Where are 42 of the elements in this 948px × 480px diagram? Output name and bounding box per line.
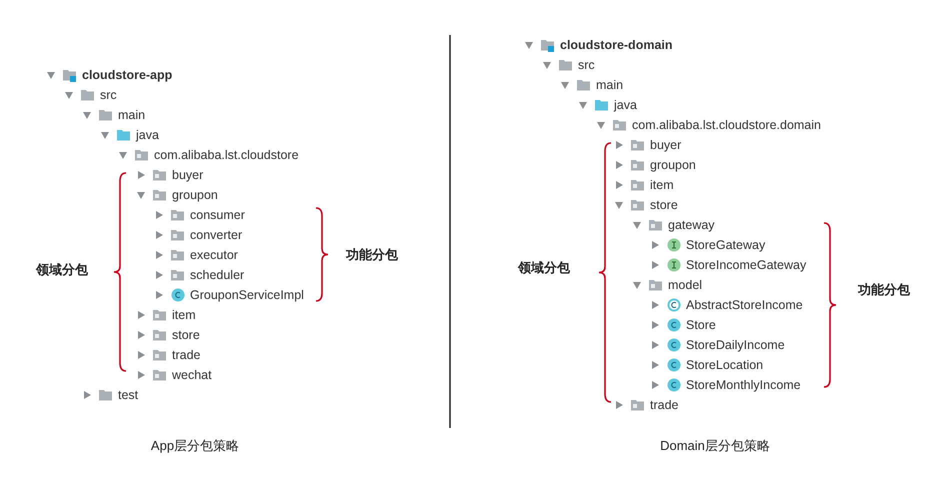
tree-item-label: cloudstore-domain bbox=[560, 38, 673, 52]
tree-item-label: src bbox=[578, 58, 595, 72]
tree-item-label: StoreIncomeGateway bbox=[686, 258, 806, 272]
tree-item-label: com.alibaba.lst.cloudstore.domain bbox=[632, 118, 821, 132]
tree-item-label: store bbox=[650, 198, 678, 212]
tree-item-label: buyer bbox=[650, 138, 682, 152]
tree-item-label: StoreGateway bbox=[686, 238, 766, 252]
tree-item-label: wechat bbox=[172, 368, 212, 382]
brace-label: 领域分包 bbox=[36, 261, 88, 279]
tree-item-label: GrouponServiceImpl bbox=[190, 288, 304, 302]
tree-item-label: AbstractStoreIncome bbox=[686, 298, 803, 312]
tree-item-label: cloudstore-app bbox=[82, 68, 172, 82]
tree-item-label: item bbox=[650, 178, 674, 192]
tree-item-label: consumer bbox=[190, 208, 245, 222]
tree-item-label: java bbox=[614, 98, 637, 112]
tree-item-label: buyer bbox=[172, 168, 204, 182]
brace-label: 功能分包 bbox=[858, 281, 910, 299]
tree-item-label: trade bbox=[172, 348, 200, 362]
tree-item-label: Store bbox=[686, 318, 716, 332]
tree-item-label: main bbox=[118, 108, 146, 122]
tree-item-label: StoreLocation bbox=[686, 358, 764, 372]
tree-item-label: executor bbox=[190, 248, 238, 262]
figure-caption: Domain层分包策略 bbox=[659, 437, 771, 455]
tree-item-label: store bbox=[172, 328, 200, 342]
tree-item-label: item bbox=[172, 308, 196, 322]
tree-item-label: StoreDailyIncome bbox=[686, 338, 785, 352]
tree-item-label: trade bbox=[650, 398, 678, 412]
tree-item-label: gateway bbox=[668, 218, 715, 232]
brace-label: 功能分包 bbox=[346, 246, 398, 264]
tree-item-label: java bbox=[136, 128, 159, 142]
brace-label: 领域分包 bbox=[518, 259, 570, 277]
figure-caption: App层分包策略 bbox=[150, 437, 240, 455]
tree-item-label: main bbox=[596, 78, 624, 92]
tree-item-label: converter bbox=[190, 228, 242, 242]
tree-item-label: groupon bbox=[650, 158, 696, 172]
tree-item-label: com.alibaba.lst.cloudstore bbox=[154, 148, 299, 162]
tree-item-label: StoreMonthlyIncome bbox=[686, 378, 801, 392]
tree-item-label: groupon bbox=[172, 188, 218, 202]
tree-item-label: test bbox=[118, 388, 138, 402]
tree-item-label: model bbox=[668, 278, 702, 292]
tree-item-label: src bbox=[100, 88, 117, 102]
tree-item-label: scheduler bbox=[190, 268, 244, 282]
